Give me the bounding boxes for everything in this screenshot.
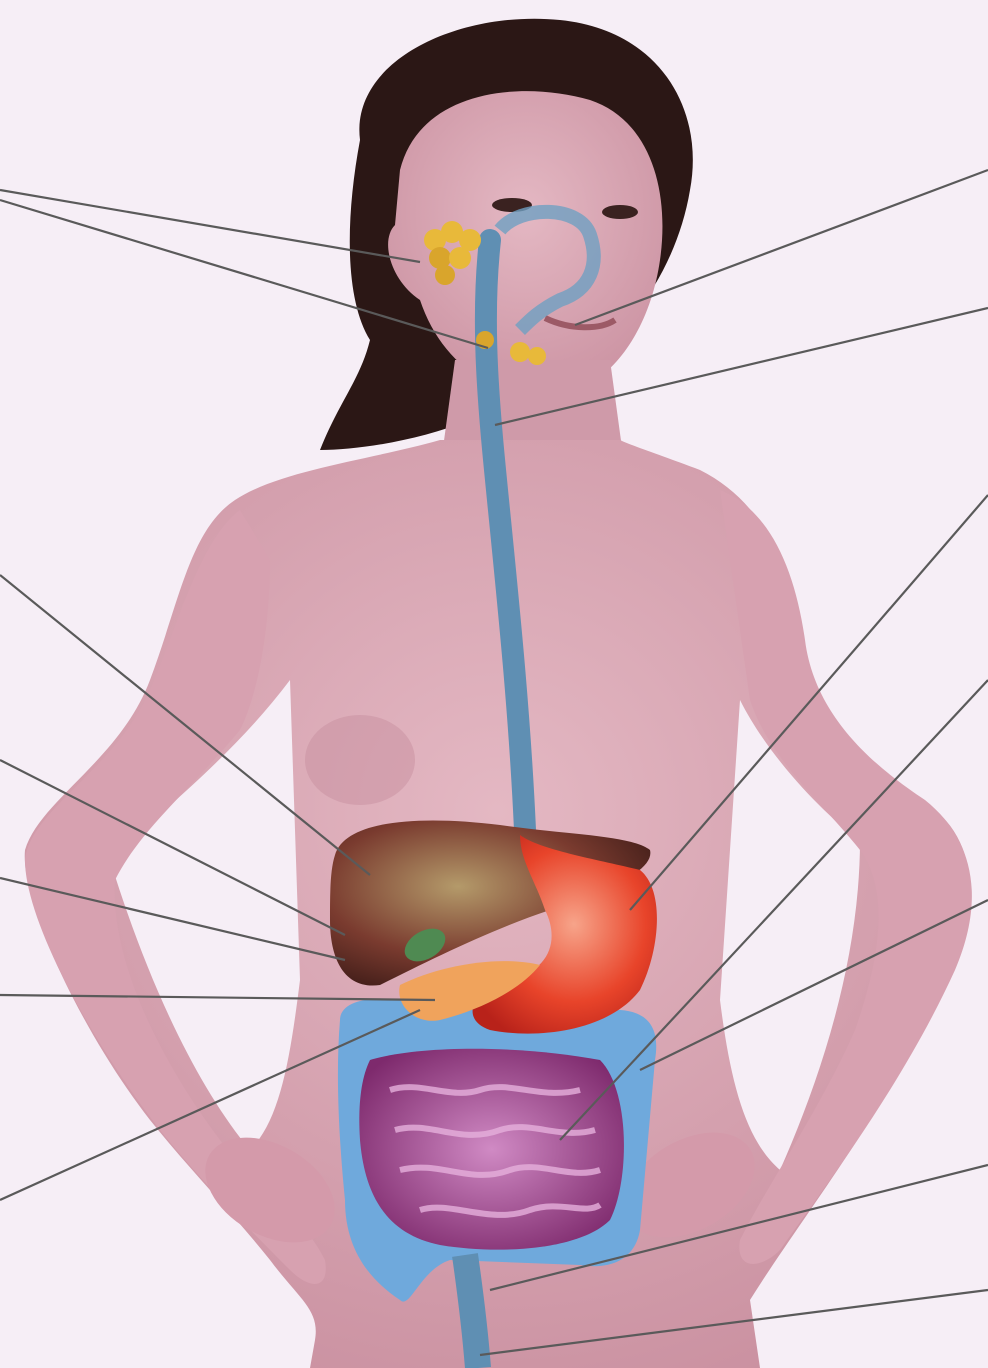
small-intestine	[359, 1049, 624, 1250]
chest-shading	[305, 715, 415, 805]
rectum	[465, 1255, 478, 1368]
eye-right	[602, 205, 638, 219]
